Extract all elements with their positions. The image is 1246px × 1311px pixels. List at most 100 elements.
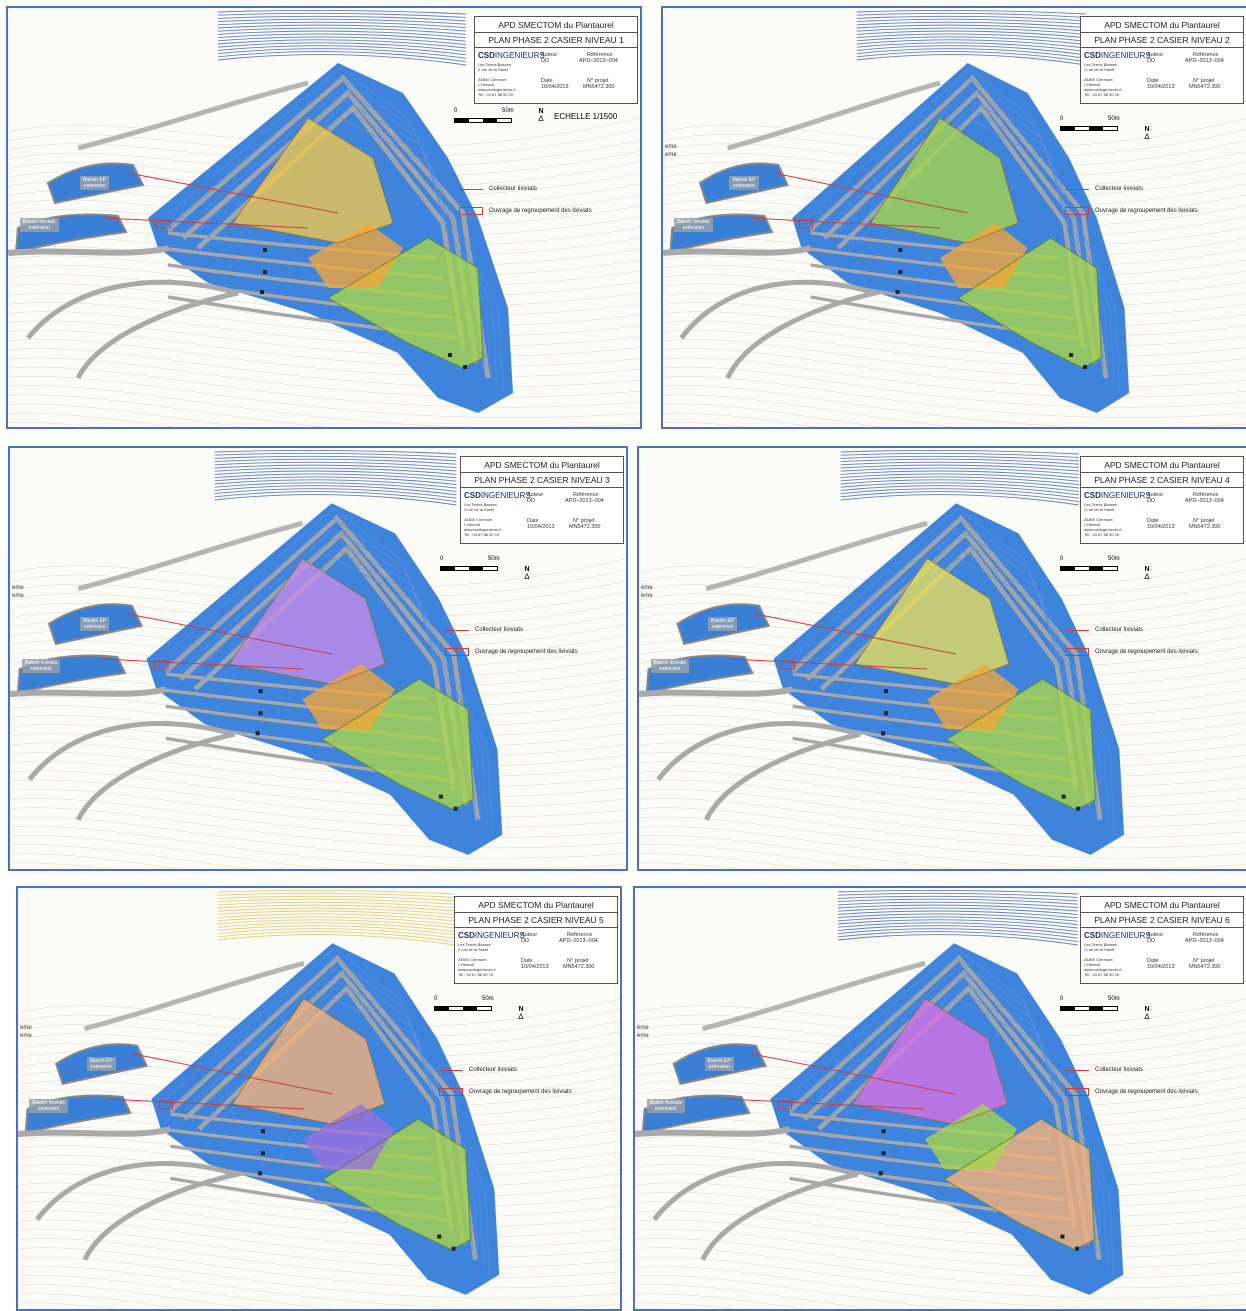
fill-zone-upper bbox=[855, 558, 1009, 685]
label-bassin-lixiviats: Bassin lixiviats extension bbox=[646, 1098, 686, 1113]
projet-value: MN5472.300 bbox=[569, 524, 601, 530]
auteur-value: DD bbox=[521, 938, 529, 944]
company-logo: CSDINGENIEURS bbox=[1084, 931, 1151, 940]
legend-collecteur-label: Collecteur lixiviats bbox=[1095, 1066, 1144, 1073]
north-slope-hatching bbox=[214, 449, 457, 506]
scale-fifty: 50m bbox=[502, 108, 514, 114]
projet-value: MN5472.300 bbox=[1189, 84, 1221, 90]
scale-fifty: 50m bbox=[482, 996, 494, 1002]
leachate-collector bbox=[730, 613, 957, 670]
north-arrow: N∆ bbox=[518, 1006, 524, 1021]
leachate-collector bbox=[102, 172, 339, 229]
company-logo: CSDINGENIEURS bbox=[478, 51, 545, 60]
date-value: 10/04/2013 bbox=[1147, 84, 1175, 90]
north-arrow: N∆ bbox=[1144, 566, 1150, 581]
reference-value: APD–2013–004 bbox=[1185, 498, 1224, 504]
auteur-label: Auteur bbox=[521, 932, 538, 938]
scale-graphic bbox=[1060, 126, 1118, 131]
reference-value: APD–2013–004 bbox=[1185, 938, 1224, 944]
auteur-value: DD bbox=[527, 498, 535, 504]
access-road bbox=[8, 80, 309, 380]
north-slope-hatching bbox=[837, 889, 1078, 946]
date-value: 10/04/2013 bbox=[1147, 524, 1175, 530]
auteur-value: DD bbox=[1147, 938, 1155, 944]
fill-zone-lower bbox=[328, 238, 483, 368]
fill-zone-lower bbox=[321, 679, 474, 810]
date-label: Date bbox=[521, 958, 533, 964]
project-title: APD SMECTOM du Plantaurel bbox=[1081, 457, 1243, 473]
auteur-label: Auteur bbox=[1147, 932, 1164, 938]
date-value: 10/04/2013 bbox=[1147, 964, 1175, 970]
company-logo: CSDINGENIEURS bbox=[464, 491, 531, 500]
fill-zone-upper bbox=[232, 998, 385, 1125]
scale-zero: 0 bbox=[1060, 556, 1064, 562]
company-logo: CSDINGENIEURS bbox=[1084, 491, 1151, 500]
date-value: 10/04/2013 bbox=[541, 84, 569, 90]
cut-off-label: eme eme bbox=[637, 1025, 649, 1039]
legend-line-swatch bbox=[1065, 1069, 1089, 1071]
projet-label: N° projet bbox=[587, 78, 609, 84]
projet-value: MN5472.300 bbox=[1189, 964, 1221, 970]
label-bassin-lixiviats: Bassin lixiviats extension bbox=[650, 658, 690, 673]
projet-value: MN5472.300 bbox=[1189, 524, 1221, 530]
access-road bbox=[18, 960, 305, 1261]
plan-subtitle: PLAN PHASE 2 CASIER NIVEAU 2 bbox=[1081, 33, 1243, 48]
label-bassin-ep: Bassin EP extension bbox=[704, 1056, 734, 1071]
fill-zone-middle bbox=[927, 664, 1019, 730]
fill-zone-middle bbox=[925, 1104, 1017, 1170]
scale-zero: 0 bbox=[454, 108, 458, 114]
fill-zone-lower bbox=[946, 679, 1096, 810]
scale-zero: 0 bbox=[1060, 116, 1064, 122]
leachate-collector bbox=[750, 172, 968, 229]
cut-off-label: eme eme bbox=[665, 144, 677, 159]
legend-collecteur-label: Collecteur lixiviats bbox=[1095, 626, 1144, 633]
leachate-collector bbox=[108, 1053, 333, 1110]
fill-zone-middle bbox=[308, 223, 403, 288]
project-title: APD SMECTOM du Plantaurel bbox=[455, 897, 617, 913]
site-map bbox=[663, 9, 1246, 427]
label-bassin-ep: Bassin EP extension bbox=[708, 616, 738, 631]
reference-value: APD–2013–004 bbox=[559, 938, 598, 944]
site-map bbox=[18, 889, 620, 1309]
north-slope-hatching bbox=[856, 9, 1086, 66]
sump-markers bbox=[878, 1129, 1079, 1251]
auteur-value: DD bbox=[541, 58, 549, 64]
access-road bbox=[663, 80, 941, 380]
fill-zone-upper bbox=[852, 998, 1008, 1125]
plan-subtitle: PLAN PHASE 2 CASIER NIVEAU 5 bbox=[455, 913, 617, 928]
project-title: APD SMECTOM du Plantaurel bbox=[461, 457, 623, 473]
legend-collecteur-label: Collecteur lixiviats bbox=[1095, 185, 1144, 192]
fill-zone-lower bbox=[944, 1119, 1095, 1250]
projet-value: MN5472.300 bbox=[563, 964, 595, 970]
reference-label: Référence bbox=[567, 932, 593, 938]
north-arrow: N∆ bbox=[1144, 126, 1150, 141]
project-title: APD SMECTOM du Plantaurel bbox=[1081, 897, 1243, 913]
north-arrow: N∆ bbox=[1144, 1006, 1150, 1021]
company-address: Les Terres Basses 2 rue de la Sarell 348… bbox=[1084, 942, 1122, 977]
north-slope-hatching bbox=[217, 9, 466, 66]
north-slope-hatching bbox=[217, 889, 455, 946]
scale-graphic bbox=[1060, 1006, 1118, 1011]
legend-line-swatch bbox=[459, 188, 483, 190]
date-label: Date bbox=[1147, 958, 1159, 964]
reference-label: Référence bbox=[1193, 932, 1219, 938]
cut-off-label: eme eme bbox=[12, 585, 24, 599]
projet-label: N° projet bbox=[567, 958, 589, 964]
reference-label: Référence bbox=[1193, 492, 1219, 498]
company-logo: CSDINGENIEURS bbox=[458, 931, 525, 940]
legend-line-swatch bbox=[1065, 629, 1089, 631]
date-label: Date bbox=[527, 518, 539, 524]
legend-box-swatch bbox=[459, 206, 483, 215]
fill-zone-middle bbox=[302, 664, 396, 730]
cut-off-label: eme eme bbox=[20, 1025, 32, 1039]
cut-off-label: eme eme bbox=[641, 585, 653, 599]
projet-label: N° projet bbox=[1193, 958, 1215, 964]
label-bassin-ep: Bassin EP extension bbox=[80, 176, 110, 190]
